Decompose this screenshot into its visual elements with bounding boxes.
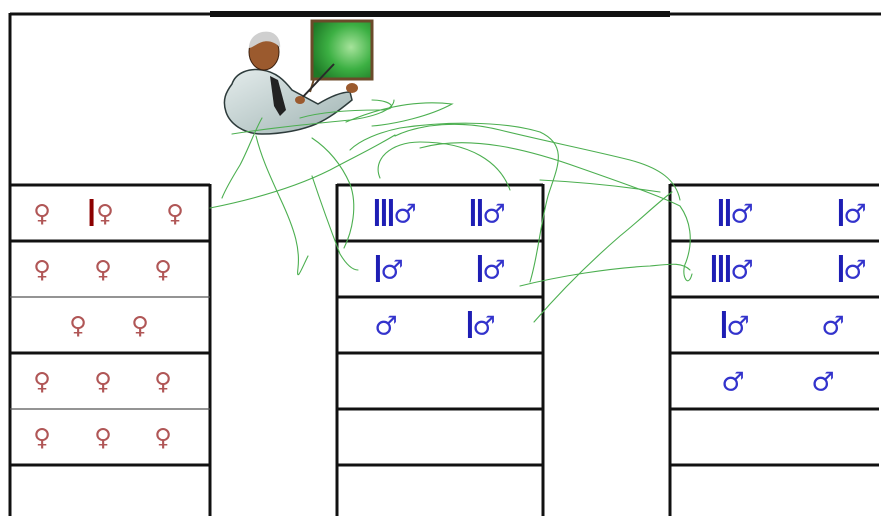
female-symbol: ♀ (94, 368, 112, 396)
teacher-body (223, 68, 353, 135)
teacher-tie (270, 76, 286, 116)
female-student-seat: ♀ (131, 312, 149, 340)
desk-column-middle: ♂ ♂ ♂ ♂ ♂ ♂ (335, 183, 545, 516)
desk-column-left: ♀♀♀♀♀♀♀♀♀♀♀♀♀♀ (8, 183, 212, 516)
male-symbol: ♂ (374, 311, 397, 341)
desk-column-right: ♂ ♂ ♂ ♂ ♂ ♂ ♂ ♂ (668, 183, 879, 516)
male-student-seat: ♂ (467, 311, 496, 341)
female-student-seat: ♀ (166, 200, 184, 228)
male-symbol: ♂ (380, 255, 403, 285)
male-student-seat: ♂ (711, 255, 754, 285)
female-student-seat: ♀ (94, 368, 112, 396)
female-symbol: ♀ (33, 256, 51, 284)
path-stroke (539, 179, 661, 193)
female-symbol: ♀ (33, 424, 51, 452)
female-student-seat: ♀ (154, 424, 172, 452)
female-symbol: ♀ (154, 256, 172, 284)
path-stroke (345, 102, 454, 127)
path-stroke (377, 141, 511, 191)
female-symbol: ♀ (96, 200, 114, 228)
male-student-seat: ♂ (838, 199, 867, 229)
male-student-seat: ♂ (374, 199, 417, 229)
desk-grids: ♀♀♀♀♀♀♀♀♀♀♀♀♀♀♂♂♂♂♂♂♂♂♂♂♂♂♂♂ (8, 183, 879, 516)
male-student-seat: ♂ (374, 311, 397, 341)
path-stroke (519, 263, 691, 287)
male-symbol: ♂ (482, 199, 505, 229)
male-symbol: ♂ (843, 255, 866, 285)
male-symbol: ♂ (811, 367, 834, 397)
female-student-seat: ♀ (154, 256, 172, 284)
male-symbol: ♂ (472, 311, 495, 341)
male-student-seat: ♂ (811, 367, 834, 397)
female-symbol: ♀ (33, 368, 51, 396)
female-symbol: ♀ (166, 200, 184, 228)
path-stroke (419, 142, 693, 282)
male-student-seat: ♂ (470, 199, 506, 229)
female-student-seat: ♀ (33, 200, 51, 228)
male-symbol: ♂ (821, 311, 844, 341)
male-symbol: ♂ (393, 199, 416, 229)
female-student-seat: ♀ (33, 256, 51, 284)
chalkboard (310, 19, 374, 81)
pointer-stick (299, 63, 335, 101)
male-symbol: ♂ (726, 311, 749, 341)
path-stroke (394, 123, 681, 201)
male-student-seat: ♂ (375, 255, 404, 285)
teacher-pointing-at-board-icon (223, 19, 374, 135)
path-stroke (349, 122, 559, 283)
teacher-hand (346, 83, 358, 93)
female-symbol: ♀ (69, 312, 87, 340)
path-stroke (311, 137, 355, 249)
path-stroke (533, 191, 673, 323)
male-student-seat: ♂ (477, 255, 506, 285)
path-stroke (255, 135, 309, 276)
female-symbol: ♀ (131, 312, 149, 340)
female-student-seat: ♀ (69, 312, 87, 340)
female-symbol: ♀ (154, 424, 172, 452)
male-student-seat: ♂ (838, 255, 867, 285)
female-symbol: ♀ (154, 368, 172, 396)
male-symbol: ♂ (843, 199, 866, 229)
female-student-seat: ♀ (33, 368, 51, 396)
path-stroke (311, 175, 359, 271)
female-symbol: ♀ (94, 424, 112, 452)
male-symbol: ♂ (730, 199, 753, 229)
teacher-left-hand (295, 96, 305, 104)
path-stroke (299, 99, 393, 119)
female-symbol: ♀ (94, 256, 112, 284)
teacher-hair (249, 31, 281, 48)
male-symbol: ♂ (730, 255, 753, 285)
female-student-seat: ♀ (89, 199, 114, 228)
male-student-seat: ♂ (718, 199, 754, 229)
female-student-seat: ♀ (33, 424, 51, 452)
female-student-seat: ♀ (154, 368, 172, 396)
path-stroke (209, 134, 396, 209)
male-student-seat: ♂ (721, 311, 750, 341)
male-student-seat: ♂ (721, 367, 744, 397)
movement-paths (209, 99, 693, 323)
female-student-seat: ♀ (94, 256, 112, 284)
front-board-bar (210, 11, 670, 17)
male-student-seat: ♂ (821, 311, 844, 341)
female-student-seat: ♀ (94, 424, 112, 452)
male-symbol: ♂ (482, 255, 505, 285)
female-symbol: ♀ (33, 200, 51, 228)
male-symbol: ♂ (721, 367, 744, 397)
